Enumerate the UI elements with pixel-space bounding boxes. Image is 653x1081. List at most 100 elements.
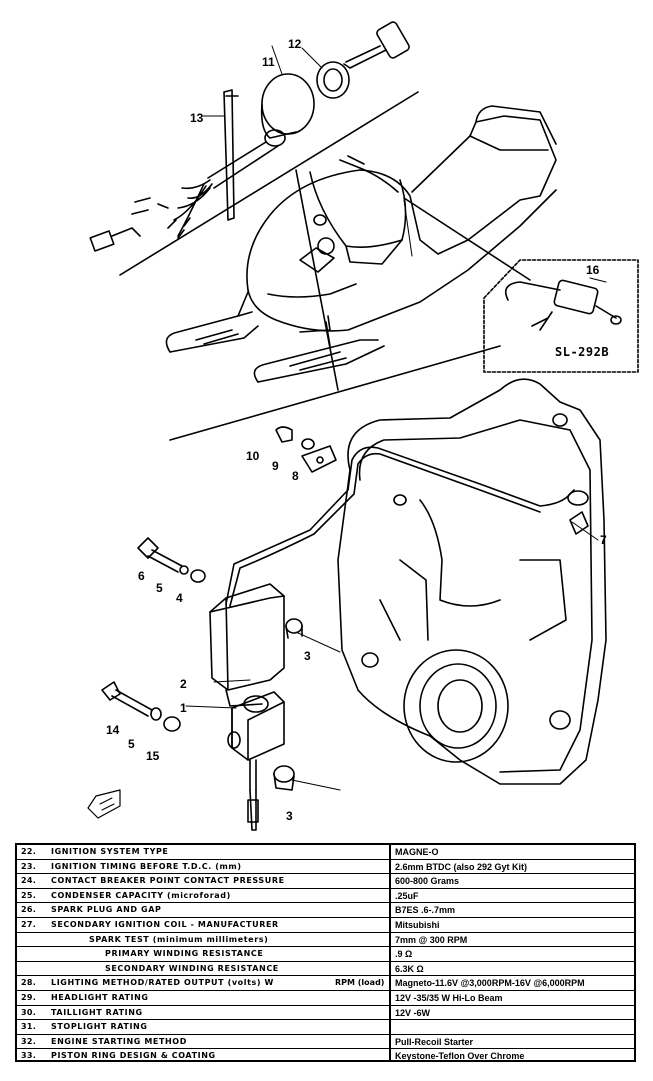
- section-divider-top: [119, 91, 419, 276]
- spec-value: MAGNE-O: [395, 847, 439, 857]
- spec-label: ENGINE STARTING METHOD: [51, 1036, 187, 1046]
- callout-4: 4: [176, 591, 183, 605]
- callout-7: 7: [600, 533, 607, 547]
- spec-row: 25. CONDENSER CAPACITY (microforad) .25uF: [17, 889, 634, 904]
- switch-nut-ring: [316, 61, 350, 99]
- spec-value: 12V -35/35 W Hi-Lo Beam: [395, 993, 503, 1003]
- spec-value: .9 Ω: [395, 949, 413, 960]
- spec-number: 27.: [21, 920, 37, 929]
- ignition-key: [343, 21, 410, 69]
- spec-value: 6.3K Ω: [395, 963, 424, 974]
- ignition-parts-diagram: 11 12 13 16 SL-292B 10 9 8 7 6 5 4 3 2 1…: [87, 21, 639, 831]
- spec-value: Magneto-11.6V @3,000RPM-16V @6,000RPM: [395, 978, 585, 989]
- spec-label: HEADLIGHT RATING: [51, 993, 149, 1002]
- spec-label: IGNITION SYSTEM TYPE: [51, 847, 169, 856]
- electrical-spec-table: 22. IGNITION SYSTEM TYPE MAGNE-O 23. IGNITIO…: [15, 843, 636, 1062]
- callout-13: 13: [190, 111, 204, 125]
- spec-row: 29. HEADLIGHT RATING 12V -35/35 W Hi-Lo Be…: [17, 991, 634, 1006]
- spec-number: 28.: [21, 978, 37, 988]
- spec-row: 22. IGNITION SYSTEM TYPE MAGNE-O: [17, 845, 634, 860]
- harness-lead: [295, 169, 339, 391]
- spec-value: Pull-Recoil Starter: [395, 1036, 474, 1047]
- mounting-pin: [223, 89, 239, 221]
- callout-5-lower: 5: [128, 737, 135, 751]
- clamp-hardware: [275, 426, 337, 473]
- spec-label: TAILLIGHT RATING: [51, 1007, 143, 1017]
- spec-label: PRIMARY WINDING RESISTANCE: [105, 949, 264, 959]
- callout-15: 15: [146, 749, 160, 763]
- main-switch: [89, 73, 315, 252]
- spec-label: CONDENSER CAPACITY (microforad): [51, 890, 231, 900]
- leader-lines: [185, 45, 607, 791]
- spec-label: SECONDARY IGNITION COIL - MANUFACTURER: [51, 920, 279, 929]
- spec-value: Mitsubishi: [395, 920, 440, 930]
- primary-ignition-coil: [209, 583, 285, 707]
- spec-row: 32. ENGINE STARTING METHOD Pull-Recoil Sta…: [17, 1035, 634, 1050]
- spec-row: 33. PISTON RING DESIGN & COATING Keystone-…: [17, 1049, 634, 1064]
- spec-number: 25.: [21, 890, 37, 900]
- spec-value: 600-800 Grams: [395, 876, 460, 887]
- direction-stamp: [87, 789, 121, 819]
- callout-1: 1: [180, 701, 187, 715]
- callout-2: 2: [180, 677, 187, 691]
- spec-number: 32.: [21, 1036, 37, 1046]
- magneto-housing: [337, 378, 607, 785]
- spec-number: 33.: [21, 1051, 37, 1061]
- spec-row: SECONDARY WINDING RESISTANCE 6.3K Ω: [17, 962, 634, 977]
- kit-reference-label: SL-292B: [555, 345, 609, 359]
- spec-label: CONTACT BREAKER POINT CONTACT PRESSURE: [51, 876, 285, 886]
- callout-12: 12: [288, 37, 302, 51]
- spec-row: 30. TAILLIGHT RATING 12V -6W: [17, 1006, 634, 1021]
- coil-mounting-bolt-lower: [101, 681, 181, 732]
- callout-3-lower: 3: [286, 809, 293, 823]
- spec-label: SPARK TEST (minimum millimeters): [89, 934, 269, 944]
- callout-11: 11: [262, 55, 275, 69]
- callout-16: 16: [586, 263, 600, 277]
- callout-8: 8: [292, 469, 299, 483]
- high-tension-coil: [227, 691, 285, 831]
- callout-5-upper: 5: [156, 581, 163, 595]
- snowmobile-skis: [165, 291, 385, 383]
- column-divider: [389, 845, 391, 1060]
- spec-number: 22.: [21, 847, 37, 856]
- spec-value: B7ES .6-.7mm: [395, 905, 456, 916]
- exploded-view-drawing: 11 12 13 16 SL-292B 10 9 8 7 6 5 4 3 2 1…: [87, 21, 639, 831]
- spec-row: 24. CONTACT BREAKER POINT CONTACT PRESSUR…: [17, 874, 634, 889]
- coil-mounting-bolt-upper: [137, 537, 206, 583]
- spec-value: 12V -6W: [395, 1007, 431, 1018]
- spec-label: STOPLIGHT RATING: [51, 1022, 148, 1032]
- callout-3-upper: 3: [304, 649, 311, 663]
- spec-label: LIGHTING METHOD/RATED OUTPUT (volts) W: [51, 978, 274, 988]
- spec-row: SPARK TEST (minimum millimeters) 7mm @ 30…: [17, 933, 634, 948]
- spec-number: 23.: [21, 861, 37, 871]
- spec-row: PRIMARY WINDING RESISTANCE .9 Ω: [17, 947, 634, 962]
- spec-label: PISTON RING DESIGN & COATING: [51, 1051, 216, 1061]
- callout-9: 9: [272, 459, 279, 473]
- callout-10: 10: [246, 449, 260, 463]
- section-divider-mid: [169, 345, 501, 441]
- spec-row: 23. IGNITION TIMING BEFORE T.D.C. (mm) 2.6…: [17, 860, 634, 875]
- spec-row: 31. STOPLIGHT RATING: [17, 1020, 634, 1035]
- spec-row: 28. LIGHTING METHOD/RATED OUTPUT (volts) …: [17, 976, 634, 991]
- leader-line-16: [403, 197, 531, 281]
- spec-number: 24.: [21, 876, 37, 886]
- spec-number: 26.: [21, 905, 37, 915]
- spec-label: IGNITION TIMING BEFORE T.D.C. (mm): [51, 861, 242, 871]
- spec-number: 30.: [21, 1007, 37, 1017]
- spec-label: SECONDARY WINDING RESISTANCE: [105, 963, 279, 973]
- spacer-collar-lower: [273, 765, 295, 791]
- spec-value: .25uF: [395, 890, 419, 901]
- spec-row: 27. SECONDARY IGNITION COIL - MANUFACTURE…: [17, 918, 634, 933]
- spec-rpm-label: RPM (load): [335, 978, 385, 988]
- spec-value: 7mm @ 300 RPM: [395, 934, 468, 945]
- spec-number: 29.: [21, 993, 37, 1002]
- spec-value: 2.6mm BTDC (also 292 Gyt Kit): [395, 861, 528, 872]
- spec-value: Keystone-Teflon Over Chrome: [395, 1051, 525, 1062]
- snowmobile-body: [246, 105, 557, 333]
- primary-lead-wire: [225, 446, 575, 607]
- callout-6: 6: [138, 569, 145, 583]
- lighting-coil-detail: [483, 259, 639, 373]
- callout-14: 14: [106, 723, 120, 737]
- spec-number: 31.: [21, 1022, 37, 1032]
